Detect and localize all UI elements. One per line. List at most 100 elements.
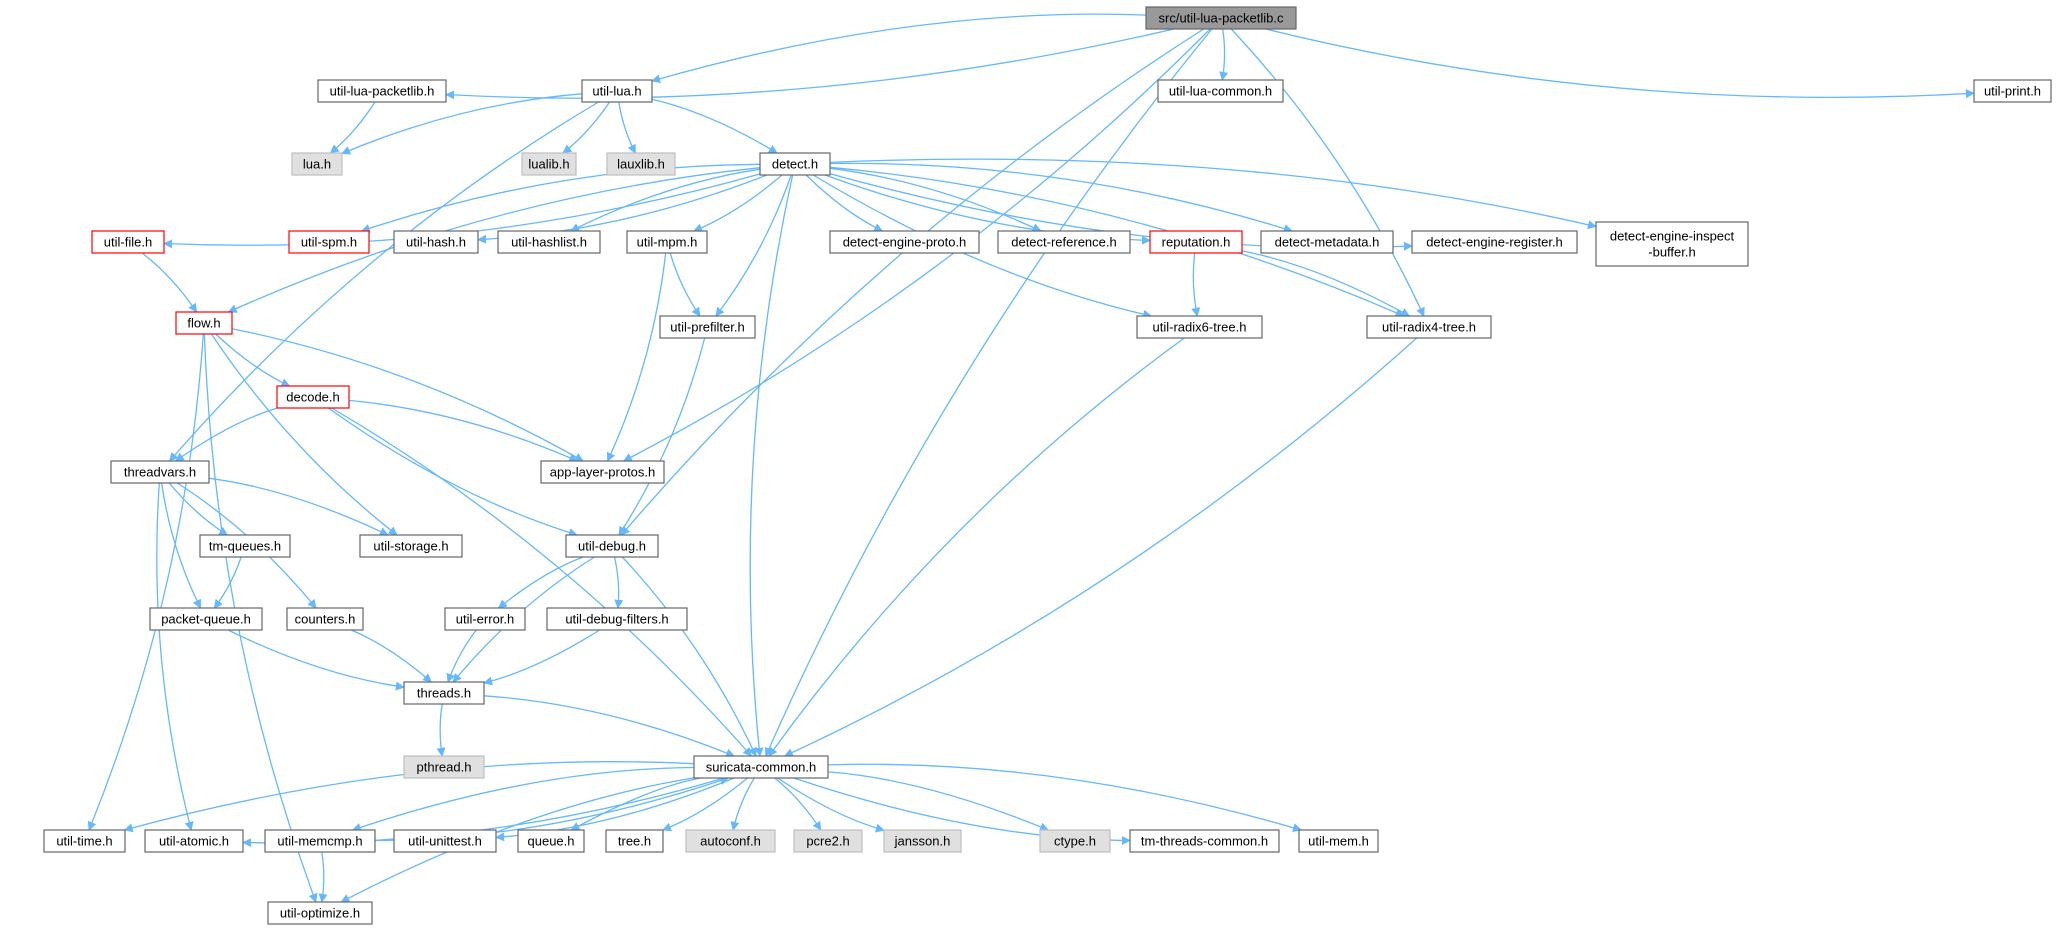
edge-reputation-to-radix4	[1241, 250, 1411, 317]
node-label: suricata-common.h	[706, 760, 817, 775]
node-label: util-lua-common.h	[1169, 84, 1272, 99]
node-box	[829, 230, 980, 254]
node-metadata[interactable]: detect-metadata.h	[1260, 230, 1394, 254]
edge-lua-to-lualib	[562, 101, 611, 154]
node-print[interactable]: util-print.h	[1973, 79, 2052, 103]
node-optimize[interactable]: util-optimize.h	[267, 901, 373, 925]
edge-flow-to-applayer	[231, 328, 584, 462]
node-root: src/util-lua-packetlib.c	[1145, 6, 1297, 30]
node-box	[1145, 6, 1297, 30]
node-tmthreads[interactable]: tm-threads-common.h	[1129, 829, 1280, 853]
node-radix6[interactable]: util-radix6-tree.h	[1136, 315, 1263, 339]
edge-threadvars-to-packetqueue	[160, 482, 202, 609]
node-label: tree.h	[618, 834, 651, 849]
node-label: queue.h	[528, 834, 575, 849]
edge-common-to-queue	[570, 777, 701, 831]
node-spm[interactable]: util-spm.h	[288, 230, 370, 254]
node-luah: lua.h	[291, 152, 343, 176]
edge-threads-to-common	[483, 695, 735, 758]
node-label: lauxlib.h	[617, 157, 665, 172]
node-reputation[interactable]: reputation.h	[1149, 230, 1243, 254]
node-error[interactable]: util-error.h	[444, 607, 526, 631]
node-box	[606, 152, 676, 176]
node-atomic[interactable]: util-atomic.h	[144, 829, 244, 853]
node-debug[interactable]: util-debug.h	[565, 534, 659, 558]
node-counters[interactable]: counters.h	[286, 607, 364, 631]
edge-error-to-threads	[446, 629, 477, 683]
node-hashlist[interactable]: util-hashlist.h	[497, 230, 601, 254]
node-time[interactable]: util-time.h	[43, 829, 126, 853]
edge-common-to-ctype	[827, 771, 1050, 832]
node-box	[444, 607, 526, 631]
edge-prefilter-to-debug	[618, 337, 706, 536]
node-pthread: pthread.h	[403, 755, 485, 779]
node-box	[175, 311, 233, 335]
edge-threads-to-pthread	[436, 703, 446, 757]
node-register[interactable]: detect-engine-register.h	[1411, 230, 1578, 254]
edge-debug-to-error	[497, 556, 584, 609]
node-inspect[interactable]: detect-engine-inspect-buffer.h	[1595, 221, 1749, 267]
node-file[interactable]: util-file.h	[91, 230, 165, 254]
node-luacommon[interactable]: util-lua-common.h	[1157, 79, 1284, 103]
node-tree[interactable]: tree.h	[605, 829, 664, 853]
node-box	[288, 230, 370, 254]
edge-detect-to-radix4	[829, 166, 1405, 317]
edge-common-to-jansson	[777, 777, 885, 833]
node-box	[393, 829, 497, 853]
node-detect[interactable]: detect.h	[759, 152, 831, 176]
edge-detect-to-prefilter	[715, 174, 792, 317]
node-mem[interactable]: util-mem.h	[1298, 829, 1379, 853]
edge-lua-to-detect	[651, 98, 778, 154]
node-box	[793, 829, 863, 853]
node-box	[403, 755, 485, 779]
node-flow[interactable]: flow.h	[175, 311, 233, 335]
edge-root-to-lpl	[445, 28, 1174, 100]
node-box	[264, 829, 376, 853]
node-applayer[interactable]: app-layer-protos.h	[540, 460, 665, 484]
node-lpl[interactable]: util-lua-packetlib.h	[317, 79, 447, 103]
node-tmqueues[interactable]: tm-queues.h	[199, 534, 291, 558]
edge-tmqueues-to-packetqueue	[213, 556, 242, 609]
node-proto[interactable]: detect-engine-proto.h	[829, 230, 980, 254]
node-threadvars[interactable]: threadvars.h	[110, 460, 210, 484]
edge-common-to-pcre2	[774, 777, 822, 831]
node-debugfilters[interactable]: util-debug-filters.h	[546, 607, 688, 631]
node-hash[interactable]: util-hash.h	[393, 230, 479, 254]
node-label: detect-engine-register.h	[1426, 235, 1563, 250]
edge-decode-to-threadvars	[174, 407, 278, 462]
node-storage[interactable]: util-storage.h	[359, 534, 463, 558]
edge-detect-to-inspect	[829, 158, 1597, 230]
node-box	[1157, 79, 1284, 103]
node-unittest[interactable]: util-unittest.h	[393, 829, 497, 853]
node-box	[517, 829, 585, 853]
node-label: ctype.h	[1054, 834, 1096, 849]
edge-root-to-debug	[620, 28, 1205, 536]
edge-root-to-lua	[651, 13, 1147, 84]
node-decode[interactable]: decode.h	[276, 385, 350, 409]
node-threads[interactable]: threads.h	[403, 681, 485, 705]
node-common[interactable]: suricata-common.h	[693, 755, 829, 779]
node-label: util-spm.h	[301, 235, 357, 250]
node-lualib: lualib.h	[521, 152, 577, 176]
edge-root-to-applayer	[622, 28, 1211, 462]
edge-detect-to-reference	[829, 167, 1042, 232]
node-box	[267, 901, 373, 925]
node-mpm[interactable]: util-mpm.h	[626, 230, 708, 254]
node-memcmp[interactable]: util-memcmp.h	[264, 829, 376, 853]
node-lauxlib: lauxlib.h	[606, 152, 676, 176]
node-reference[interactable]: detect-reference.h	[997, 230, 1131, 254]
node-box	[291, 152, 343, 176]
node-box	[1136, 315, 1263, 339]
node-prefilter[interactable]: util-prefilter.h	[659, 315, 756, 339]
edge-threadvars-to-atomic	[156, 482, 194, 831]
edge-detect-to-radix6	[812, 174, 1153, 319]
node-label: util-unittest.h	[408, 834, 482, 849]
node-radix4[interactable]: util-radix4-tree.h	[1366, 315, 1492, 339]
node-box	[1595, 221, 1749, 267]
node-packetqueue[interactable]: packet-queue.h	[149, 607, 263, 631]
node-queue[interactable]: queue.h	[517, 829, 585, 853]
edge-reputation-to-radix6	[1191, 252, 1201, 317]
node-lua[interactable]: util-lua.h	[581, 79, 653, 103]
edge-radix4-to-common	[783, 337, 1418, 757]
edge-root-to-luacommon	[1219, 28, 1229, 81]
